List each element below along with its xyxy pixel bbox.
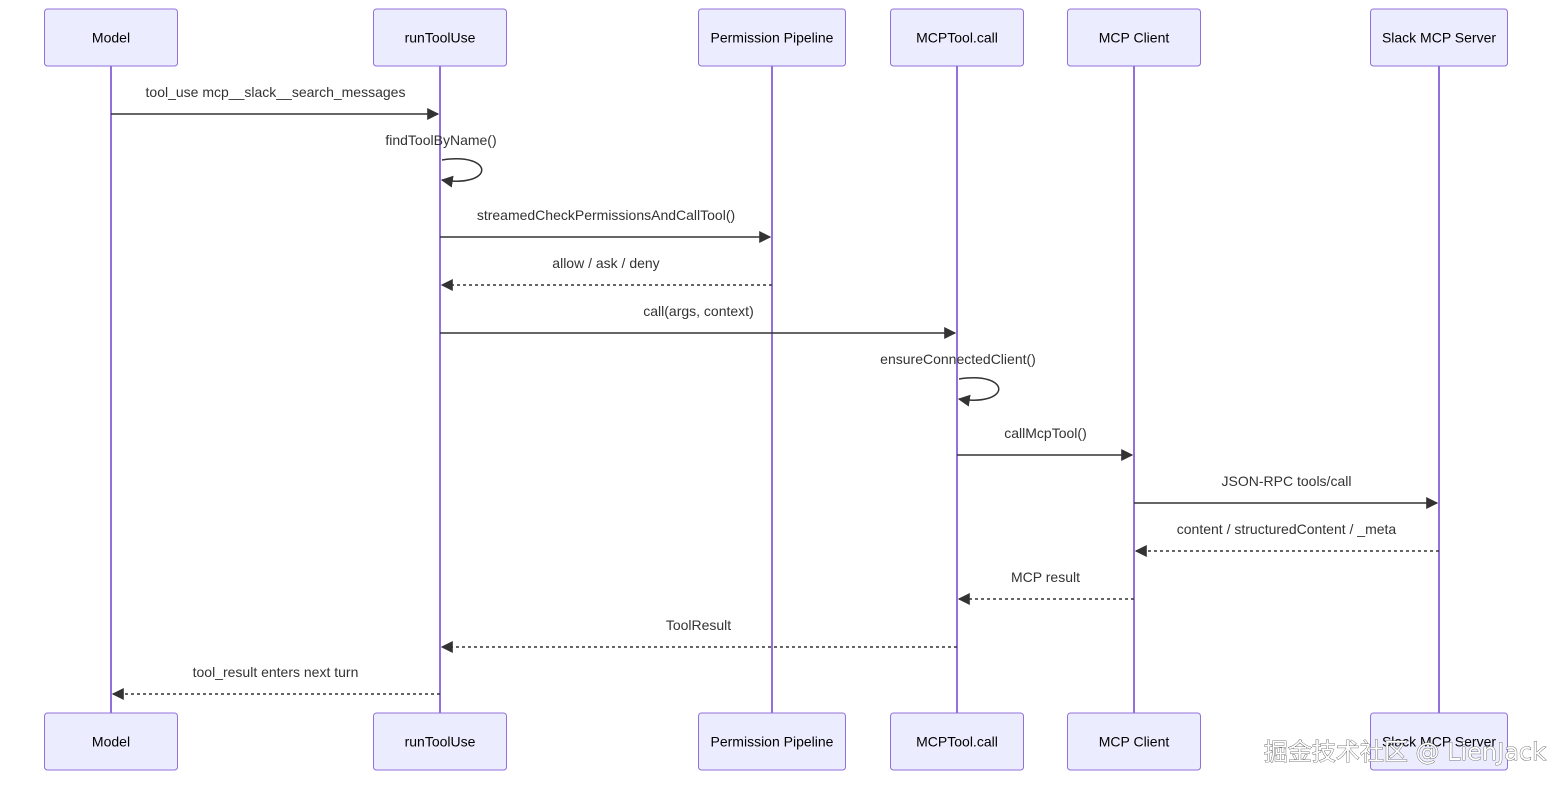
message-label: tool_result enters next turn <box>193 664 359 680</box>
actor-box <box>1067 8 1201 67</box>
actor-top-model: Model <box>44 8 178 67</box>
actor-box <box>373 712 507 771</box>
actor-label: MCP Client <box>1099 30 1170 46</box>
actor-box <box>1067 712 1201 771</box>
self-message-arrow <box>957 377 1000 407</box>
actor-top-slack: Slack MCP Server <box>1370 8 1508 67</box>
actor-label: runToolUse <box>405 30 476 46</box>
message-label: MCP result <box>1011 569 1080 585</box>
actor-box <box>698 712 846 771</box>
actor-top-perm: Permission Pipeline <box>698 8 846 67</box>
actor-top-client: MCP Client <box>1067 8 1201 67</box>
message-3: streamedCheckPermissionsAndCallTool() <box>440 207 772 243</box>
actor-box <box>44 8 178 67</box>
message-10: MCP result <box>957 569 1134 605</box>
actor-bottom-slack: Slack MCP Server <box>1370 712 1508 771</box>
actor-label: Slack MCP Server <box>1382 734 1496 750</box>
actor-top-run: runToolUse <box>373 8 507 67</box>
self-message-arrow <box>440 158 483 188</box>
watermark-text: 掘金技术社区 @ LienJack <box>1264 738 1546 766</box>
actor-bottom-mcptool: MCPTool.call <box>890 712 1024 771</box>
message-label: allow / ask / deny <box>552 255 659 271</box>
actor-bottom-perm: Permission Pipeline <box>698 712 846 771</box>
actor-label: runToolUse <box>405 734 476 750</box>
actor-label: Permission Pipeline <box>711 734 834 750</box>
message-label: ensureConnectedClient() <box>880 351 1036 367</box>
actor-bottom-client: MCP Client <box>1067 712 1201 771</box>
message-label: callMcpTool() <box>1004 425 1086 441</box>
message-1: tool_use mcp__slack__search_messages <box>111 84 440 120</box>
actor-box <box>373 8 507 67</box>
actor-box <box>890 8 1024 67</box>
actor-label: MCPTool.call <box>916 30 998 46</box>
actor-box <box>44 712 178 771</box>
actor-label: Model <box>92 30 130 46</box>
message-6: ensureConnectedClient() <box>880 351 1036 407</box>
message-7: callMcpTool() <box>957 425 1134 461</box>
message-label: content / structuredContent / _meta <box>1177 521 1397 537</box>
actor-bottom-run: runToolUse <box>373 712 507 771</box>
actor-box <box>890 712 1024 771</box>
actor-bottom-model: Model <box>44 712 178 771</box>
message-5: call(args, context) <box>440 303 957 339</box>
actor-box <box>1370 712 1508 771</box>
message-label: ToolResult <box>666 617 731 633</box>
message-label: findToolByName() <box>385 132 496 148</box>
message-2: findToolByName() <box>385 132 497 188</box>
actor-label: MCP Client <box>1099 734 1170 750</box>
actor-top-mcptool: MCPTool.call <box>890 8 1024 67</box>
actor-box <box>698 8 846 67</box>
actor-box <box>1370 8 1508 67</box>
actor-label: MCPTool.call <box>916 734 998 750</box>
message-label: tool_use mcp__slack__search_messages <box>146 84 406 100</box>
message-4: allow / ask / deny <box>440 255 772 291</box>
message-8: JSON-RPC tools/call <box>1134 473 1439 509</box>
message-label: streamedCheckPermissionsAndCallTool() <box>477 207 735 223</box>
message-label: call(args, context) <box>643 303 753 319</box>
actor-label: Permission Pipeline <box>711 30 834 46</box>
actor-label: Model <box>92 734 130 750</box>
message-9: content / structuredContent / _meta <box>1134 521 1439 557</box>
message-label: JSON-RPC tools/call <box>1222 473 1352 489</box>
actor-label: Slack MCP Server <box>1382 30 1496 46</box>
message-11: ToolResult <box>440 617 957 653</box>
message-12: tool_result enters next turn <box>111 664 440 700</box>
